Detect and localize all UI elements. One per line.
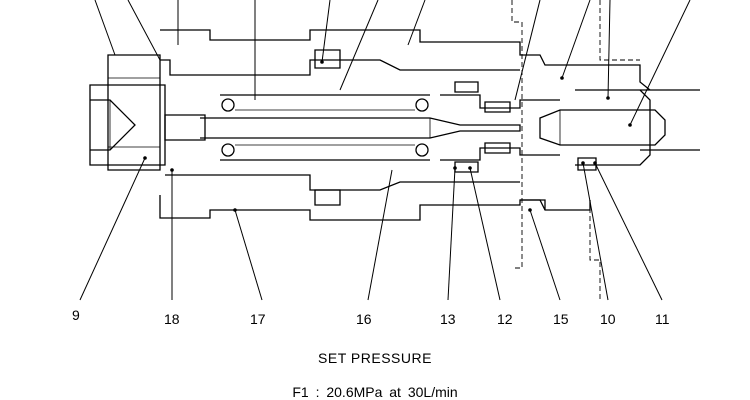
- callout-13: 13: [440, 311, 456, 327]
- piston-rod: [164, 114, 521, 141]
- callout-15: 15: [553, 311, 569, 327]
- callout-16: 16: [356, 311, 372, 327]
- callout-12: 12: [497, 311, 513, 327]
- callout-17: 17: [250, 311, 266, 327]
- lock-nut: [107, 54, 161, 171]
- spring-chamber: [220, 94, 430, 161]
- leader-lines-bottom: [79, 156, 663, 301]
- set-pressure-heading: SET PRESSURE: [318, 350, 432, 366]
- leader-lines-top: [94, 0, 691, 127]
- adjusting-screw-head: [89, 84, 166, 166]
- callout-labels: 9 18 17 16 13 12 15 10 11: [72, 307, 670, 327]
- callout-11: 11: [655, 311, 670, 327]
- callout-9: 9: [72, 307, 80, 323]
- callout-18: 18: [164, 311, 180, 327]
- right-plunger: [539, 89, 666, 171]
- lower-body: [159, 174, 591, 221]
- pressure-spec-text: F1 : 20.6MPa at 30L/min: [292, 384, 458, 400]
- seat-section: [440, 81, 560, 173]
- housing-outline: [511, 0, 700, 300]
- callout-10: 10: [600, 311, 616, 327]
- upper-body: [160, 29, 651, 91]
